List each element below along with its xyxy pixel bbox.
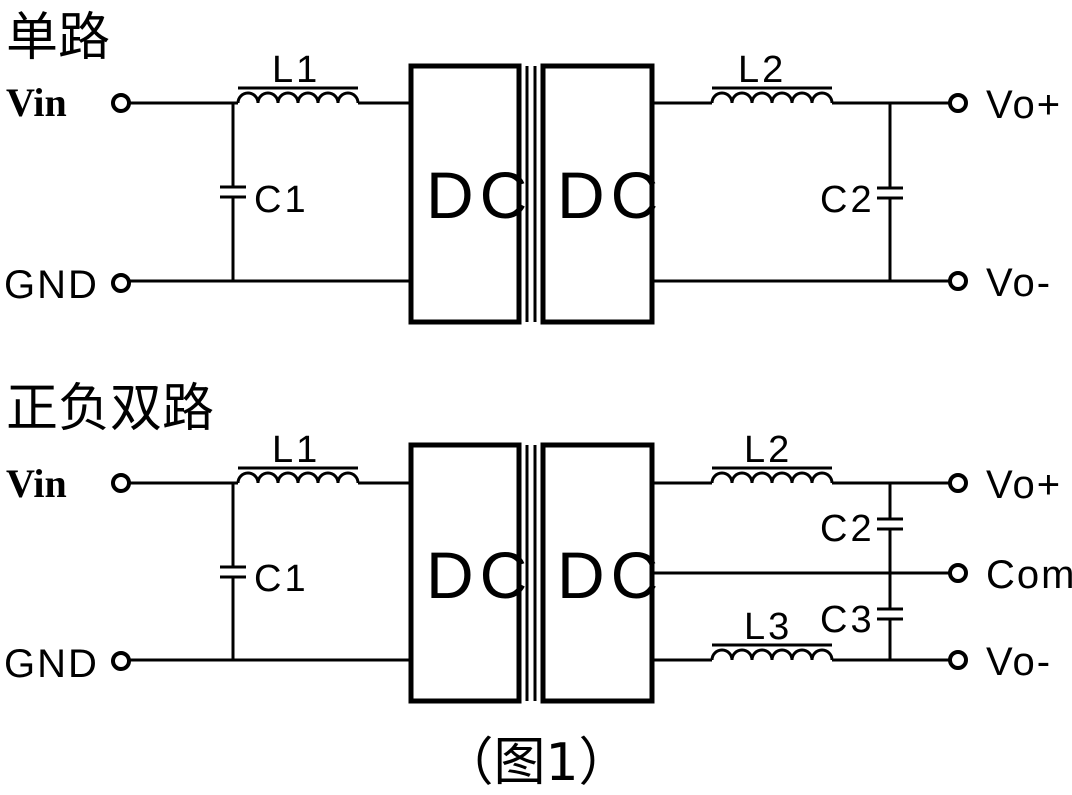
dual-output-section: 正负双路 Vin GND L1 C1 DC DC L2 [4, 379, 1072, 704]
single-vo-minus-terminal [948, 271, 968, 291]
figure-caption: （图1） [441, 733, 630, 793]
dual-vo-minus-label: Vo- [986, 640, 1052, 684]
dual-c1-label: C1 [254, 558, 309, 600]
dual-l3-label: L3 [744, 606, 792, 648]
single-output-section: 单路 Vin GND L1 C1 DC DC L2 [4, 8, 1062, 325]
single-dc-input-block [408, 63, 522, 325]
dual-vo-minus-terminal [948, 650, 968, 670]
single-vo-plus-label: Vo+ [986, 83, 1062, 127]
single-l2-label: L2 [738, 49, 786, 91]
dual-dc-input-label: DC [426, 538, 533, 612]
single-gnd-label: GND [4, 263, 99, 307]
dual-gnd-terminal [111, 651, 131, 671]
dual-gnd-label: GND [4, 642, 99, 686]
dual-vin-terminal [111, 473, 131, 493]
single-title: 单路 [6, 8, 110, 68]
single-vin-terminal [111, 93, 131, 113]
dual-title: 正负双路 [6, 379, 214, 439]
dual-l1-label: L1 [272, 429, 320, 471]
dual-com-terminal [948, 563, 968, 583]
single-vo-minus-label: Vo- [986, 261, 1052, 305]
single-vo-plus-terminal [948, 93, 968, 113]
single-dc-input-label: DC [426, 158, 533, 232]
dual-vo-plus-terminal [948, 473, 968, 493]
single-c2-label: C2 [820, 179, 875, 221]
dual-l2-label: L2 [744, 429, 792, 471]
single-gnd-terminal [111, 273, 131, 293]
single-l1-label: L1 [272, 49, 320, 91]
dual-dc-input-block [408, 442, 522, 704]
dual-vin-label: Vin [6, 461, 67, 506]
dual-com-label: Com [986, 553, 1072, 597]
dual-vo-plus-label: Vo+ [986, 463, 1062, 507]
single-vin-label: Vin [6, 80, 67, 125]
dual-dc-output-block [540, 442, 655, 704]
single-c1-label: C1 [254, 179, 309, 221]
single-dc-output-block [540, 63, 655, 325]
single-dc-output-label: DC [557, 158, 664, 232]
dual-c3-label: C3 [820, 599, 875, 641]
dual-c2-label: C2 [820, 508, 875, 550]
dual-dc-output-label: DC [557, 538, 664, 612]
